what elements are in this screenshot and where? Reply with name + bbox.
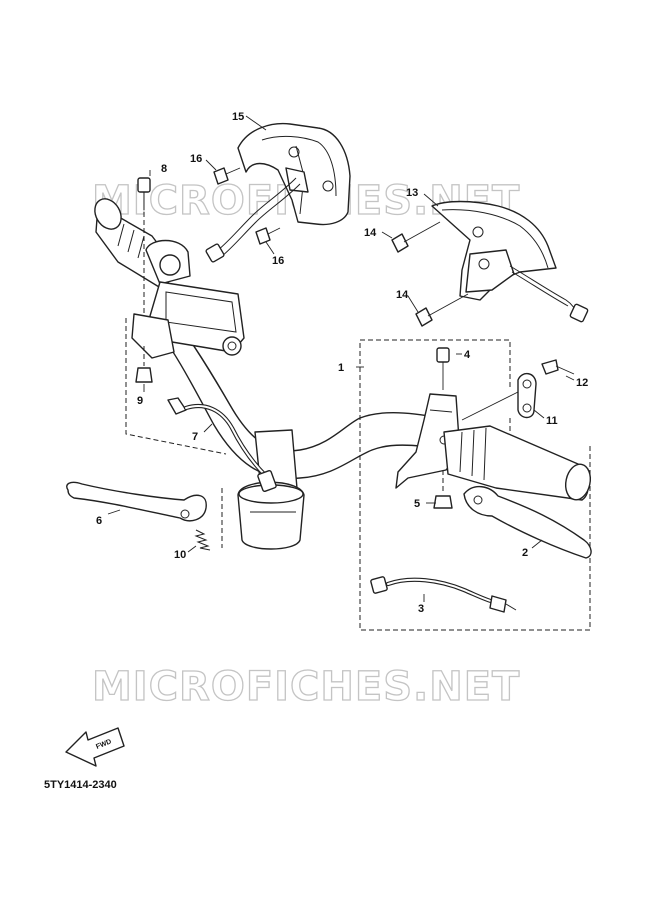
- callout-5: 5: [414, 498, 420, 510]
- callout-12: 12: [576, 377, 588, 389]
- brake-cable-3: [370, 576, 517, 613]
- screw-14a: [391, 221, 441, 253]
- callout-7: 7: [192, 431, 198, 443]
- nut-9: [135, 346, 153, 383]
- screw-14b: [415, 293, 469, 327]
- callout-1: 1: [338, 362, 344, 374]
- bolt-4: [436, 347, 450, 390]
- callout-14a: 14: [364, 227, 377, 239]
- callout-11: 11: [546, 415, 558, 427]
- callout-2: 2: [522, 547, 528, 559]
- callout-16a: 16: [190, 153, 202, 165]
- brake-lever-left: [66, 481, 207, 522]
- assembly-1-boundary: [359, 339, 591, 631]
- callout-6: 6: [96, 515, 102, 527]
- brake-lever-right: [463, 486, 592, 559]
- right-grip: [443, 425, 592, 501]
- master-cylinder: [131, 239, 245, 359]
- callout-15: 15: [232, 111, 244, 123]
- lever-holder: [395, 393, 461, 489]
- nut-5: [433, 470, 453, 509]
- screw-16a: [213, 167, 241, 185]
- handlebar-cover-13: [431, 200, 589, 323]
- leader-lines: [107, 115, 575, 602]
- bolt-8: [137, 177, 151, 210]
- callout-16b: 16: [272, 255, 284, 267]
- screw-16b: [255, 227, 281, 245]
- bracket-11: [517, 373, 537, 419]
- callout-9: 9: [137, 395, 143, 407]
- screw-12: [541, 359, 575, 375]
- handlebar-cover-15: [205, 122, 351, 263]
- callout-14b: 14: [396, 289, 409, 301]
- diagram-code: 5TY1414-2340: [44, 779, 117, 791]
- watermark-bottom: MICROFICHES.NET: [92, 664, 520, 710]
- callout-4: 4: [464, 349, 471, 361]
- callout-3: 3: [418, 603, 424, 615]
- callout-8: 8: [161, 163, 167, 175]
- fwd-arrow-icon: FWD: [65, 727, 125, 767]
- callout-10: 10: [174, 549, 186, 561]
- callout-13: 13: [406, 187, 418, 199]
- switch-cable-7: [167, 397, 277, 492]
- spring-10: [194, 529, 211, 551]
